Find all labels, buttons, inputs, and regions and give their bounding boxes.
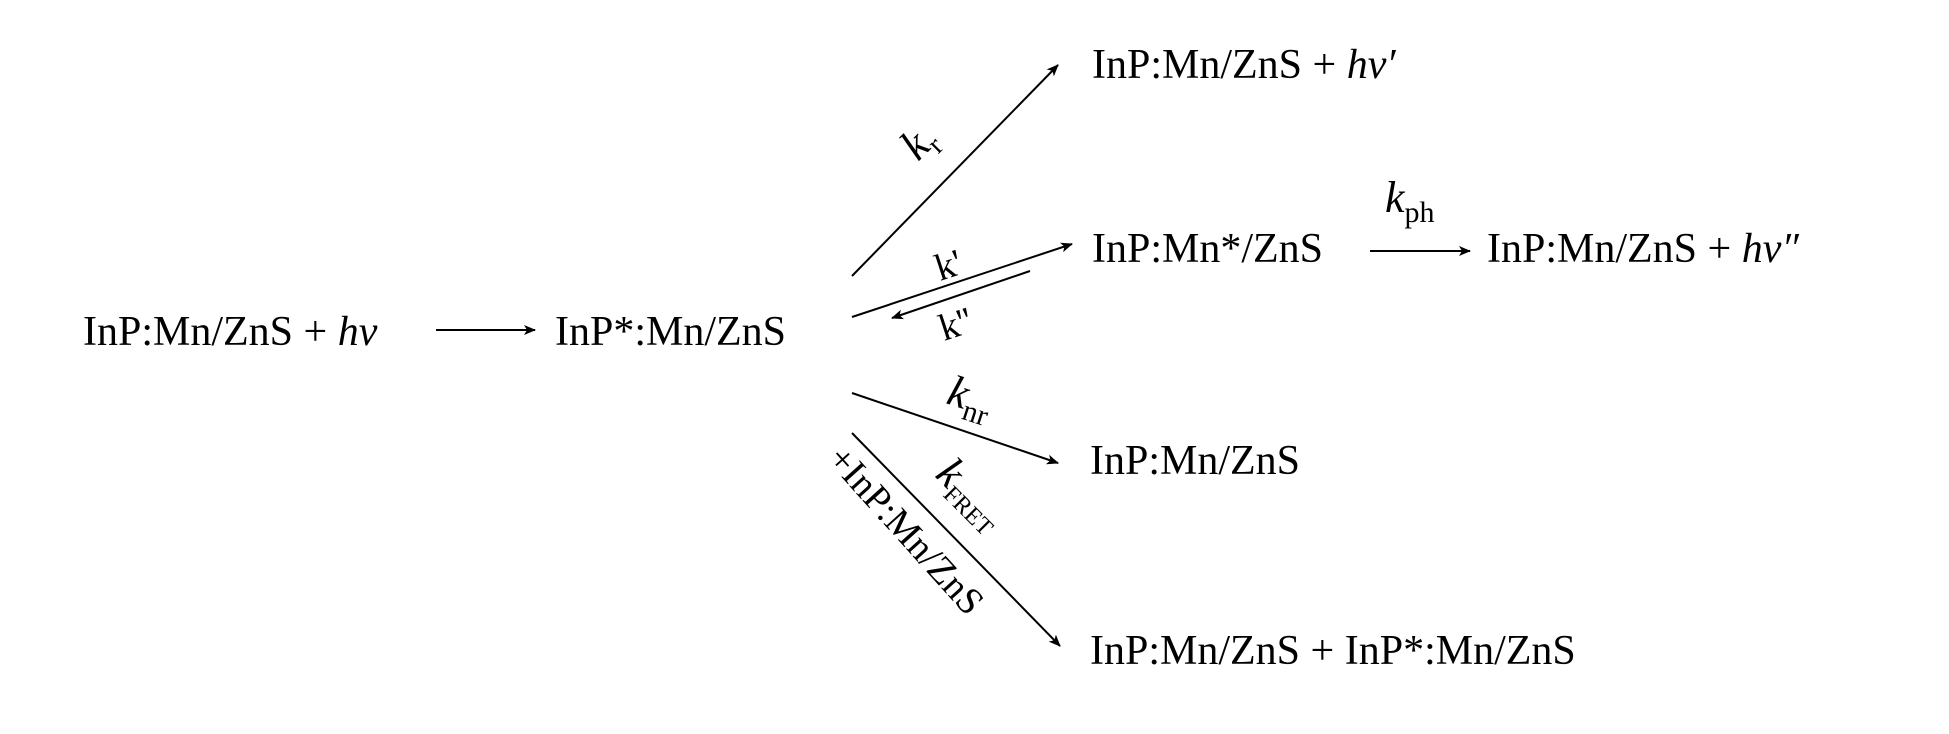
fret-product: InP:Mn/ZnS + InP*:Mn/ZnS bbox=[1090, 628, 1576, 674]
mn-emission-product: InP:Mn/ZnS + hv″ bbox=[1487, 226, 1799, 272]
mn-excited-species: InP:Mn*/ZnS bbox=[1092, 226, 1323, 272]
excited-species: InP*:Mn/ZnS bbox=[555, 309, 786, 355]
rate-label-k-backward: k'' bbox=[934, 300, 978, 350]
radiative-arrow bbox=[851, 64, 1059, 277]
rate-label-knr: knr bbox=[940, 366, 1000, 433]
nonradiative-arrow bbox=[851, 392, 1059, 465]
nonradiative-product: InP:Mn/ZnS bbox=[1090, 438, 1300, 484]
rate-label-kfret: kFRET bbox=[924, 448, 1017, 541]
rate-label-k-forward: k' bbox=[930, 242, 968, 290]
rate-label-kr: kr bbox=[890, 114, 950, 174]
reactant-species: InP:Mn/ZnS + hv bbox=[83, 309, 378, 355]
radiative-product: InP:Mn/ZnS + hv′ bbox=[1092, 42, 1396, 88]
rate-label-kph: kph bbox=[1385, 173, 1435, 229]
back-transfer-arrow bbox=[891, 270, 1031, 320]
forward-transfer-arrow bbox=[851, 242, 1073, 318]
fret-arrow bbox=[851, 432, 1061, 647]
